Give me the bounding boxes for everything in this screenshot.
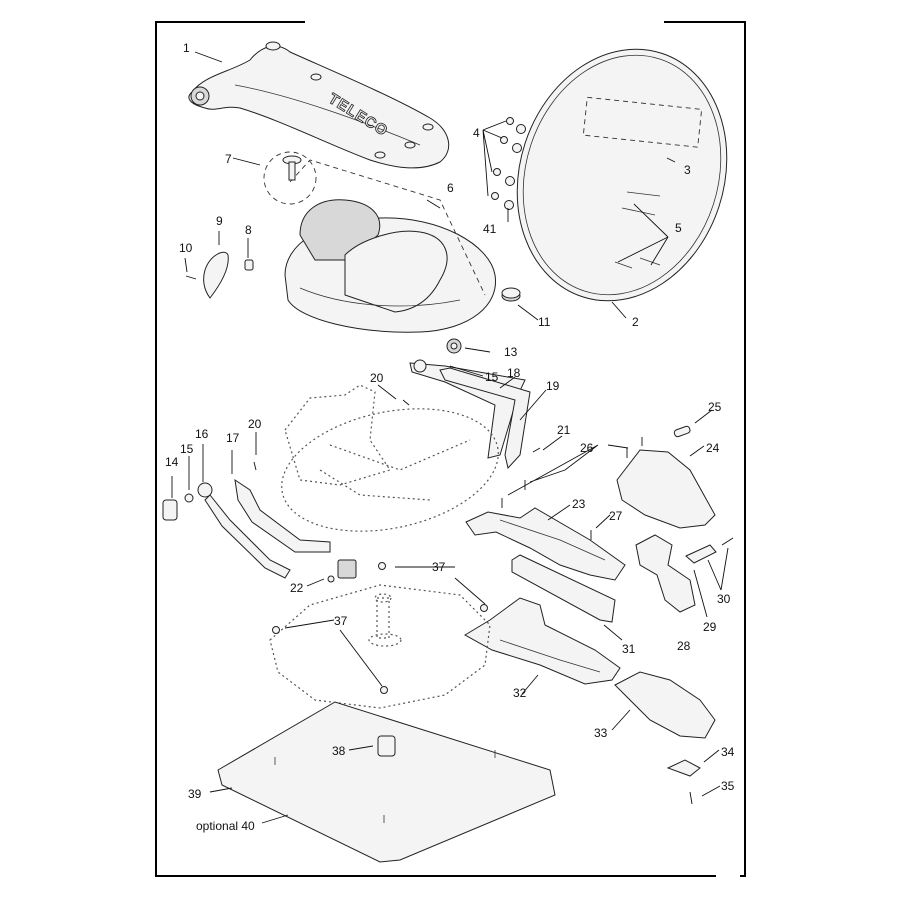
label-21: 21 bbox=[557, 423, 571, 437]
part-4-washers bbox=[491, 117, 526, 210]
label-34: 34 bbox=[721, 745, 735, 759]
label-18: 18 bbox=[507, 366, 521, 380]
part-22-nut bbox=[327, 575, 335, 583]
part-31-bar bbox=[511, 554, 616, 623]
label-30: 30 bbox=[717, 592, 731, 606]
part-2-dish bbox=[516, 48, 728, 302]
label-23: 23 bbox=[572, 497, 586, 511]
part-10-screw bbox=[185, 275, 197, 280]
part-39-base-plate bbox=[217, 701, 556, 863]
part-15-washer bbox=[184, 493, 194, 503]
part-38-block bbox=[377, 735, 396, 757]
label-37a: 37 bbox=[432, 560, 446, 574]
label-29: 29 bbox=[703, 620, 717, 634]
label-20a: 20 bbox=[370, 371, 384, 385]
label-7: 7 bbox=[225, 152, 232, 166]
label-38: 38 bbox=[332, 744, 346, 758]
part-18-19-arms bbox=[409, 359, 531, 470]
label-26: 26 bbox=[580, 441, 594, 455]
label-17: 17 bbox=[226, 431, 240, 445]
part-labels: 1 2 3 4 5 6 7 8 9 10 11 13 14 15 15 16 1… bbox=[165, 41, 735, 833]
label-6: 6 bbox=[447, 181, 454, 195]
part-6-housing bbox=[263, 151, 497, 333]
part-26-screws bbox=[501, 437, 643, 508]
part-34-plate bbox=[666, 759, 701, 777]
part-9-cover bbox=[203, 251, 229, 299]
label-22: 22 bbox=[290, 581, 304, 595]
label-9: 9 bbox=[216, 214, 223, 228]
part-13-bearing bbox=[446, 338, 462, 354]
part-33-cover bbox=[614, 671, 716, 739]
label-1: 1 bbox=[183, 41, 190, 55]
part-11-cap bbox=[501, 287, 521, 302]
label-8: 8 bbox=[245, 223, 252, 237]
label-5: 5 bbox=[675, 221, 682, 235]
label-37b: 37 bbox=[334, 614, 348, 628]
label-16: 16 bbox=[195, 427, 209, 441]
part-16-arm bbox=[197, 482, 291, 579]
label-35: 35 bbox=[721, 779, 735, 793]
label-31: 31 bbox=[622, 642, 636, 656]
part-35-screw bbox=[689, 791, 693, 805]
part-1-arm: TELECO bbox=[188, 41, 450, 169]
label-39: 39 bbox=[188, 787, 202, 801]
label-2: 2 bbox=[632, 315, 639, 329]
label-19: 19 bbox=[546, 379, 560, 393]
label-25: 25 bbox=[708, 400, 722, 414]
label-41: 41 bbox=[483, 222, 497, 236]
part-21-screw bbox=[532, 447, 541, 453]
label-3: 3 bbox=[684, 163, 691, 177]
part-14-block bbox=[162, 499, 178, 521]
label-14: 14 bbox=[165, 455, 179, 469]
part-32-tray bbox=[464, 597, 621, 685]
label-15b: 15 bbox=[180, 442, 194, 456]
label-4: 4 bbox=[473, 126, 480, 140]
part-24-cover bbox=[616, 449, 716, 529]
label-32: 32 bbox=[513, 686, 527, 700]
part-8-clip bbox=[244, 259, 254, 271]
label-33: 33 bbox=[594, 726, 608, 740]
drawing-frame bbox=[155, 21, 746, 877]
part-23-lnb-arm bbox=[465, 507, 626, 581]
label-15a: 15 bbox=[485, 370, 499, 384]
lower-dotted-plate bbox=[269, 584, 491, 709]
part-25-pin bbox=[673, 425, 691, 438]
dish-bolts bbox=[614, 191, 661, 269]
part-7-bolt bbox=[282, 155, 302, 181]
leader-lines bbox=[171, 51, 729, 824]
part-17-arm bbox=[234, 478, 357, 579]
label-11: 11 bbox=[538, 315, 551, 329]
label-13: 13 bbox=[504, 345, 518, 359]
label-28: 28 bbox=[677, 639, 691, 653]
label-20b: 20 bbox=[248, 417, 262, 431]
part-28-lnb bbox=[635, 534, 696, 613]
label-40: optional 40 bbox=[196, 819, 255, 833]
part-30-screw bbox=[721, 537, 734, 546]
part-20-screws bbox=[253, 399, 410, 471]
label-27: 27 bbox=[609, 509, 623, 523]
label-24: 24 bbox=[706, 441, 720, 455]
part-37-nuts bbox=[272, 562, 488, 694]
part-29-clamp bbox=[685, 544, 717, 564]
label-10: 10 bbox=[179, 241, 193, 255]
